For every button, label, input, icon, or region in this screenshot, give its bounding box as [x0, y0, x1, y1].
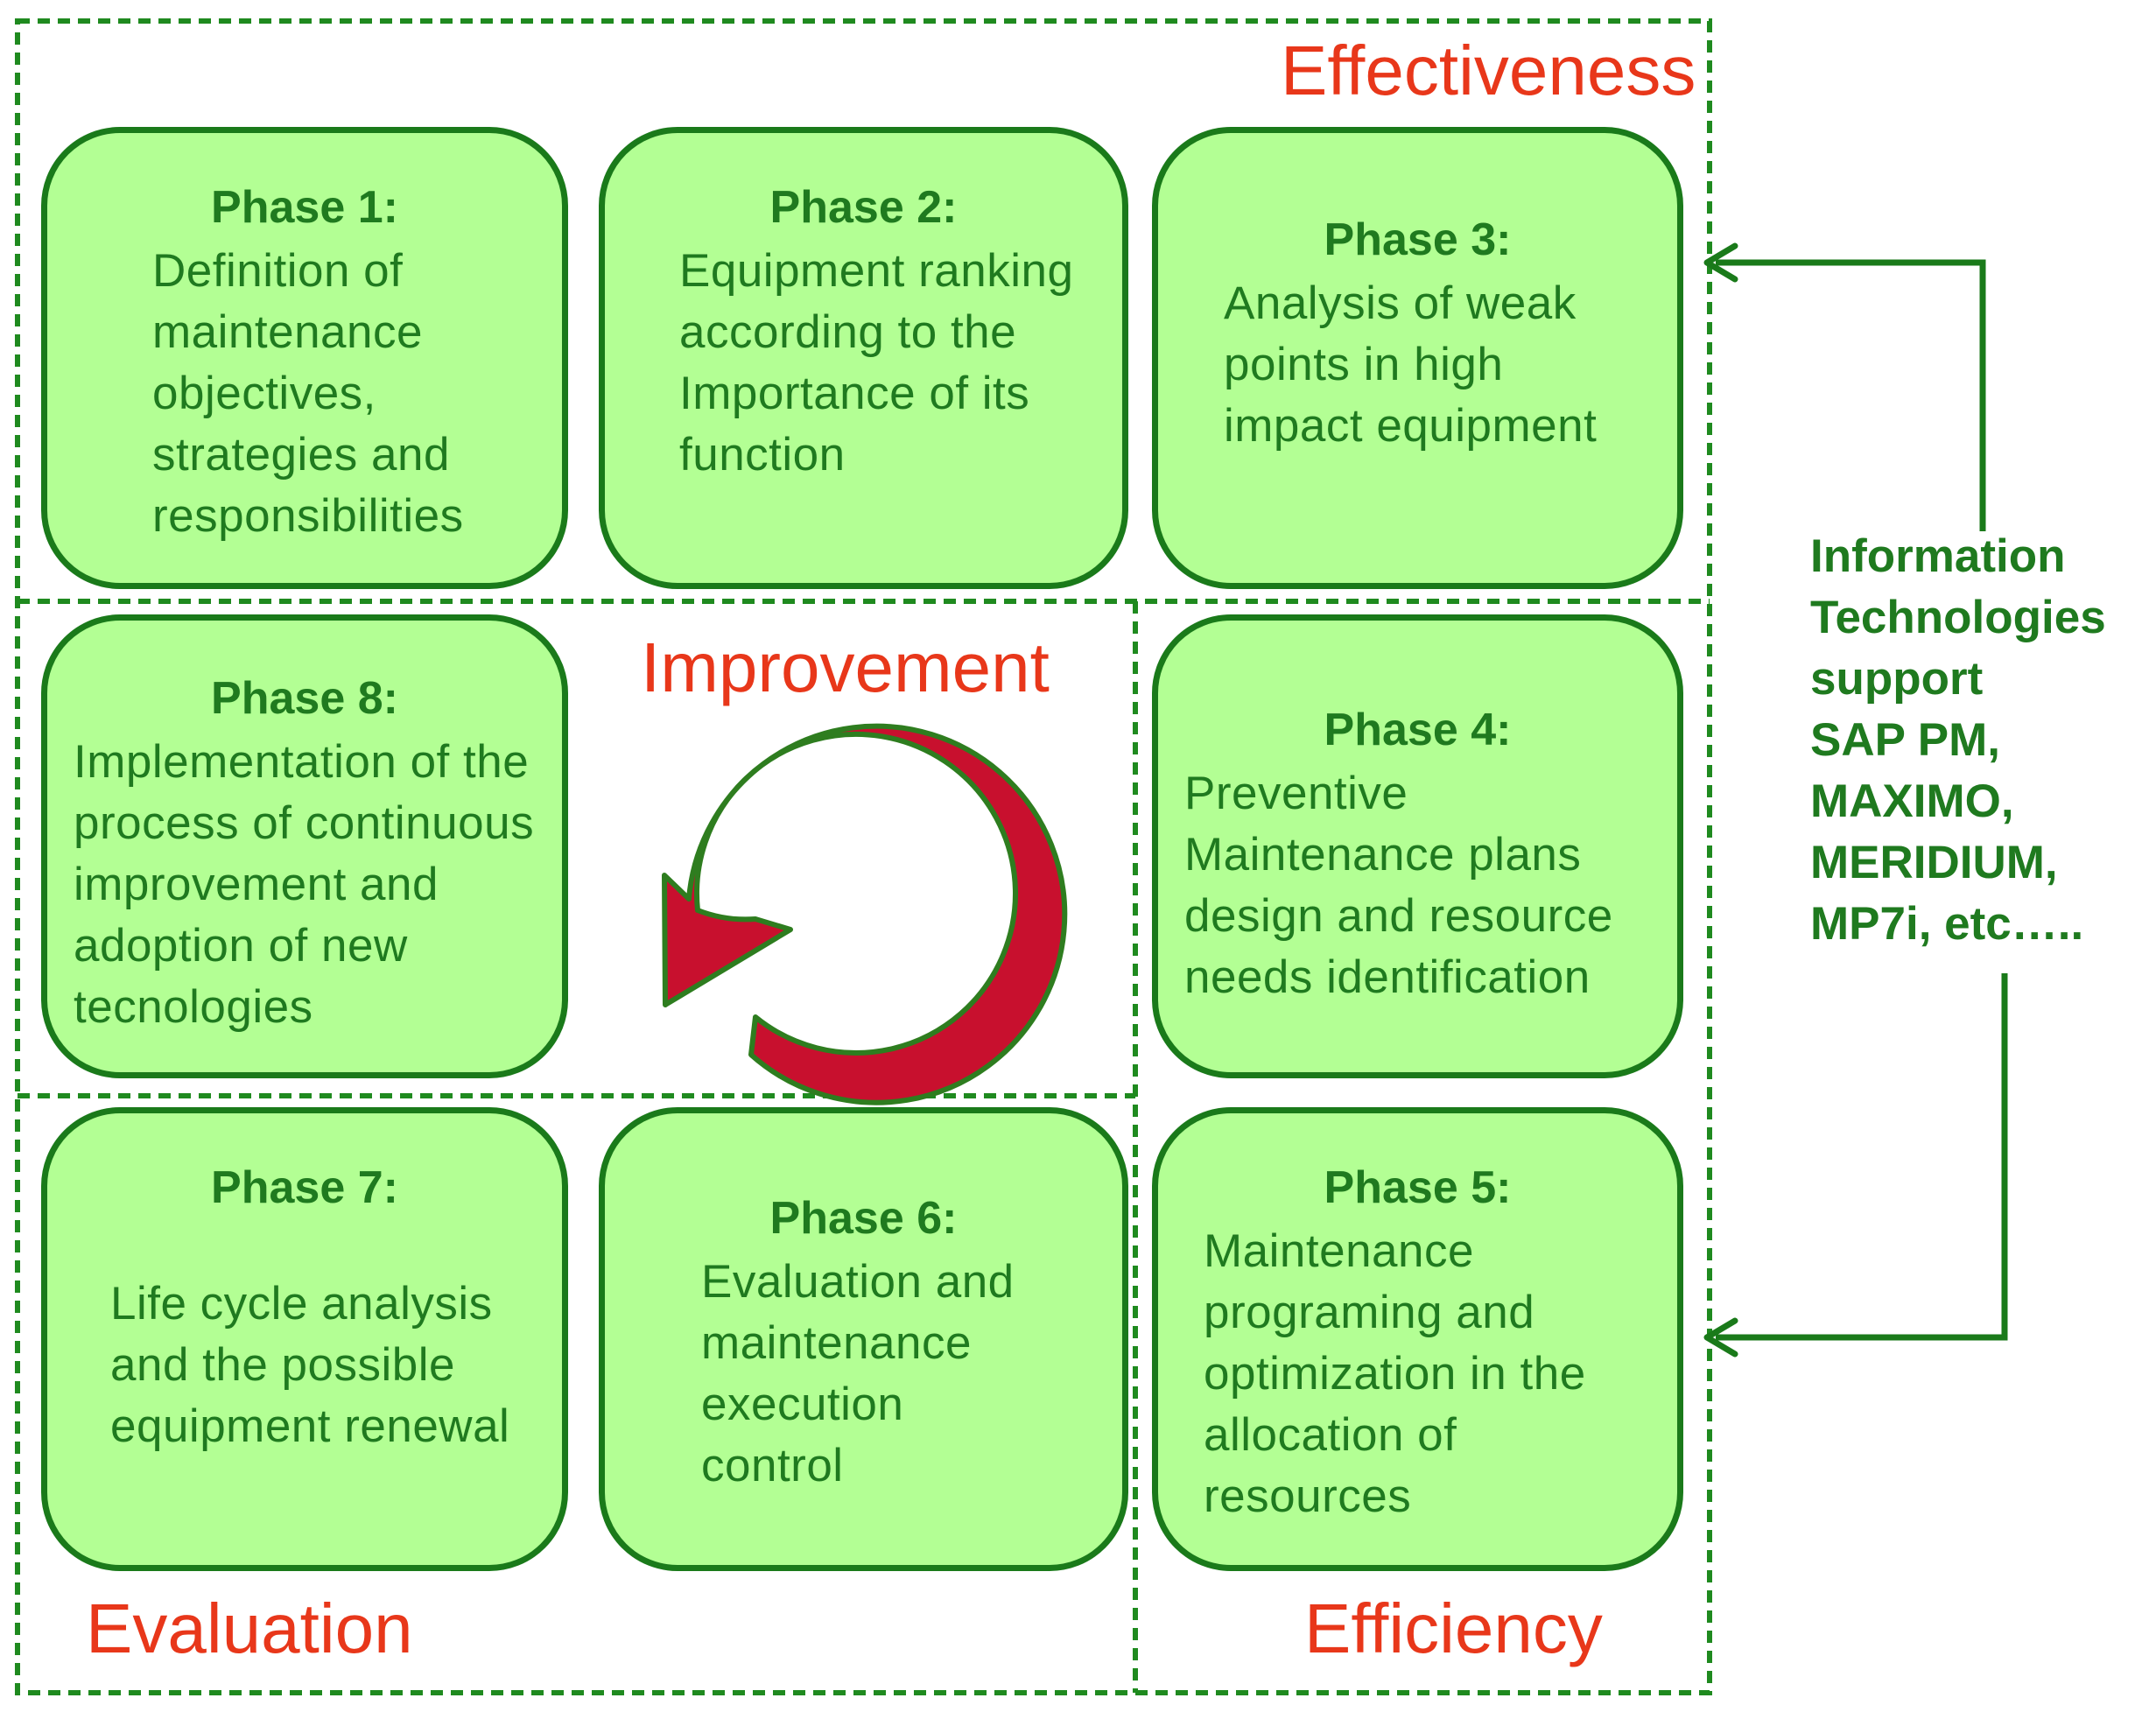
label-evaluation: Evaluation — [86, 1589, 413, 1667]
phase-8-card: Phase 8: Implementation of the process o… — [41, 614, 568, 1078]
phase-6-title: Phase 6: — [769, 1193, 958, 1244]
phase-1-card: Phase 1: Definition of maintenance objec… — [41, 127, 568, 589]
phase-7-description: Life cycle analysis and the possible equ… — [110, 1278, 510, 1452]
connector-to-phase-3 — [1716, 259, 1986, 531]
it-support-line: MERIDIUM, — [1810, 837, 2058, 888]
phase-5-card: Phase 5: Maintenance programing and opti… — [1152, 1107, 1683, 1571]
it-support-text: Information Technologies support SAP PM,… — [1810, 526, 2106, 955]
phase-5-title: Phase 5: — [1324, 1162, 1512, 1213]
improvement-cycle-icon — [662, 723, 1068, 1105]
it-support-line: MAXIMO, — [1810, 775, 2014, 827]
phase-4-title: Phase 4: — [1324, 705, 1512, 755]
phase-8-title: Phase 8: — [211, 673, 398, 724]
it-support-line: support — [1810, 653, 1984, 705]
phase-2-card: Phase 2: Equipment ranking according to … — [599, 127, 1128, 589]
cycle-arrow-shape — [662, 723, 1068, 1105]
phase-1-description: Definition of maintenance objectives, st… — [152, 245, 464, 542]
it-support-line: Information — [1810, 530, 2066, 582]
arrowhead-phase-3 — [1703, 242, 1738, 283]
it-support-line: MP7i, etc….. — [1810, 898, 2084, 950]
region-borders — [15, 18, 1712, 1695]
phase-2-title: Phase 2: — [769, 182, 958, 233]
phase-3-card: Phase 3: Analysis of weak points in high… — [1152, 127, 1683, 589]
phase-7-card: Phase 7: Life cycle analysis and the pos… — [41, 1107, 568, 1571]
label-efficiency: Efficiency — [1304, 1589, 1603, 1667]
phase-3-description: Analysis of weak points in high impact e… — [1224, 277, 1598, 452]
phase-7-title: Phase 7: — [211, 1162, 398, 1213]
phase-4-description: Preventive Maintenance plans design and … — [1184, 768, 1613, 1003]
label-improvement: Improvement — [641, 628, 1050, 706]
connector-to-phase-5 — [1716, 973, 2008, 1341]
phase-2-description: Equipment ranking according to the Impor… — [679, 245, 1074, 481]
phase-1-title: Phase 1: — [211, 182, 398, 233]
phase-5-description: Maintenance programing and optimization … — [1204, 1225, 1586, 1522]
phase-3-title: Phase 3: — [1324, 214, 1512, 265]
phase-6-card: Phase 6: Evaluation and maintenance exec… — [599, 1107, 1128, 1571]
phase-6-description: Evaluation and maintenance execution con… — [701, 1256, 1015, 1491]
connector-arrowheads — [1703, 242, 1738, 1358]
label-effectiveness: Effectiveness — [1281, 32, 1696, 109]
arrowhead-phase-5 — [1703, 1317, 1738, 1358]
it-support-line: Technologies — [1810, 592, 2106, 643]
phase-8-description: Implementation of the process of continu… — [74, 736, 535, 1033]
outer-dashed-border — [15, 18, 1712, 1695]
it-support-line: SAP PM, — [1810, 714, 2000, 766]
it-connectors — [1716, 259, 2008, 1341]
phase-4-card: Phase 4: Preventive Maintenance plans de… — [1152, 614, 1683, 1078]
